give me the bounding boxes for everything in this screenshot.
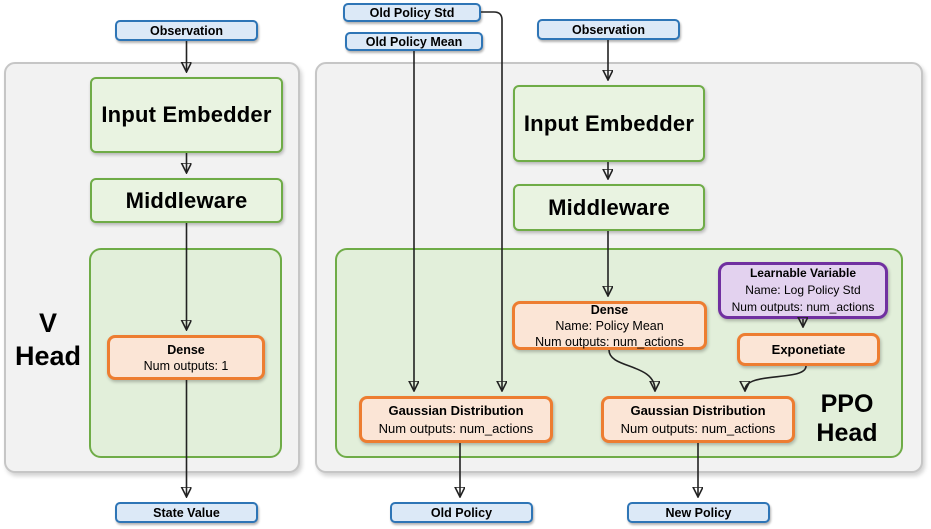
old-policy-output-label: Old Policy	[430, 505, 493, 520]
learnable-variable-name: Name: Log Policy Std	[745, 283, 861, 297]
observation-input-v-label: Observation	[150, 23, 223, 38]
dense-v-detail: Num outputs: 1	[143, 358, 229, 373]
ppo-head-title-line1: PPO	[820, 390, 874, 418]
observation-input-v: Observation	[115, 20, 258, 41]
input-embedder-ppo-label: Input Embedder	[523, 110, 695, 136]
middleware-ppo-label: Middleware	[548, 194, 670, 220]
ppo-head-title: PPO Head	[802, 390, 892, 448]
exponetiate-label: Exponetiate	[771, 341, 846, 357]
dense-policy-mean-outputs: Num outputs: num_actions	[535, 334, 684, 349]
gaussian-distribution-old-title: Gaussian Distribution	[388, 402, 524, 418]
v-head-title: V Head	[12, 307, 84, 373]
v-head-title-line1: V	[38, 308, 57, 338]
middleware-v-label: Middleware	[125, 187, 248, 213]
middleware-v: Middleware	[90, 178, 283, 223]
gaussian-distribution-new: Gaussian Distribution Num outputs: num_a…	[601, 396, 795, 443]
v-head-title-line2: Head	[14, 341, 82, 371]
dense-v-title: Dense	[167, 342, 205, 357]
dense-policy-mean-title: Dense	[590, 302, 629, 317]
gaussian-distribution-new-title: Gaussian Distribution	[630, 402, 766, 418]
dense-policy-mean-name: Name: Policy Mean	[555, 318, 664, 333]
observation-input-ppo: Observation	[537, 19, 680, 40]
learnable-variable-title: Learnable Variable	[749, 266, 857, 280]
input-embedder-ppo: Input Embedder	[513, 85, 705, 162]
ppo-head-title-line2: Head	[816, 419, 878, 447]
exponetiate: Exponetiate	[737, 333, 880, 366]
observation-input-ppo-label: Observation	[572, 22, 645, 37]
gaussian-distribution-old: Gaussian Distribution Num outputs: num_a…	[359, 396, 553, 443]
old-policy-output: Old Policy	[390, 502, 533, 523]
state-value-output-label: State Value	[153, 505, 220, 520]
input-embedder-v-label: Input Embedder	[101, 102, 272, 127]
learnable-variable-outputs: Num outputs: num_actions	[731, 300, 875, 314]
dense-v: Dense Num outputs: 1	[107, 335, 265, 380]
learnable-variable: Learnable Variable Name: Log Policy Std …	[718, 262, 888, 319]
gaussian-distribution-new-outputs: Num outputs: num_actions	[620, 420, 776, 436]
new-policy-output-label: New Policy	[665, 505, 732, 520]
old-policy-std-input: Old Policy Std	[343, 3, 481, 22]
dense-policy-mean: Dense Name: Policy Mean Num outputs: num…	[512, 301, 707, 350]
old-policy-std-input-label: Old Policy Std	[369, 5, 455, 20]
input-embedder-v: Input Embedder	[90, 77, 283, 153]
gaussian-distribution-old-outputs: Num outputs: num_actions	[378, 420, 534, 436]
old-policy-mean-input: Old Policy Mean	[345, 32, 483, 51]
middleware-ppo: Middleware	[513, 184, 705, 231]
old-policy-mean-input-label: Old Policy Mean	[365, 34, 463, 49]
state-value-output: State Value	[115, 502, 258, 523]
new-policy-output: New Policy	[627, 502, 770, 523]
